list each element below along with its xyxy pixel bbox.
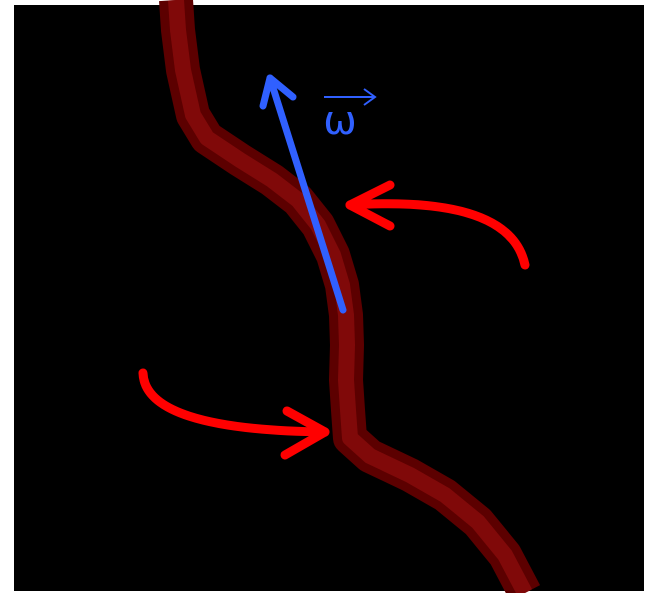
upper-rotation-arrow <box>345 180 530 270</box>
lower-rotation-arrow <box>138 368 330 460</box>
omega-vector-arrow <box>259 74 347 314</box>
omega-label: ω <box>323 98 357 144</box>
omega-label-group: ω <box>323 88 377 144</box>
vortex-filament <box>159 0 541 593</box>
